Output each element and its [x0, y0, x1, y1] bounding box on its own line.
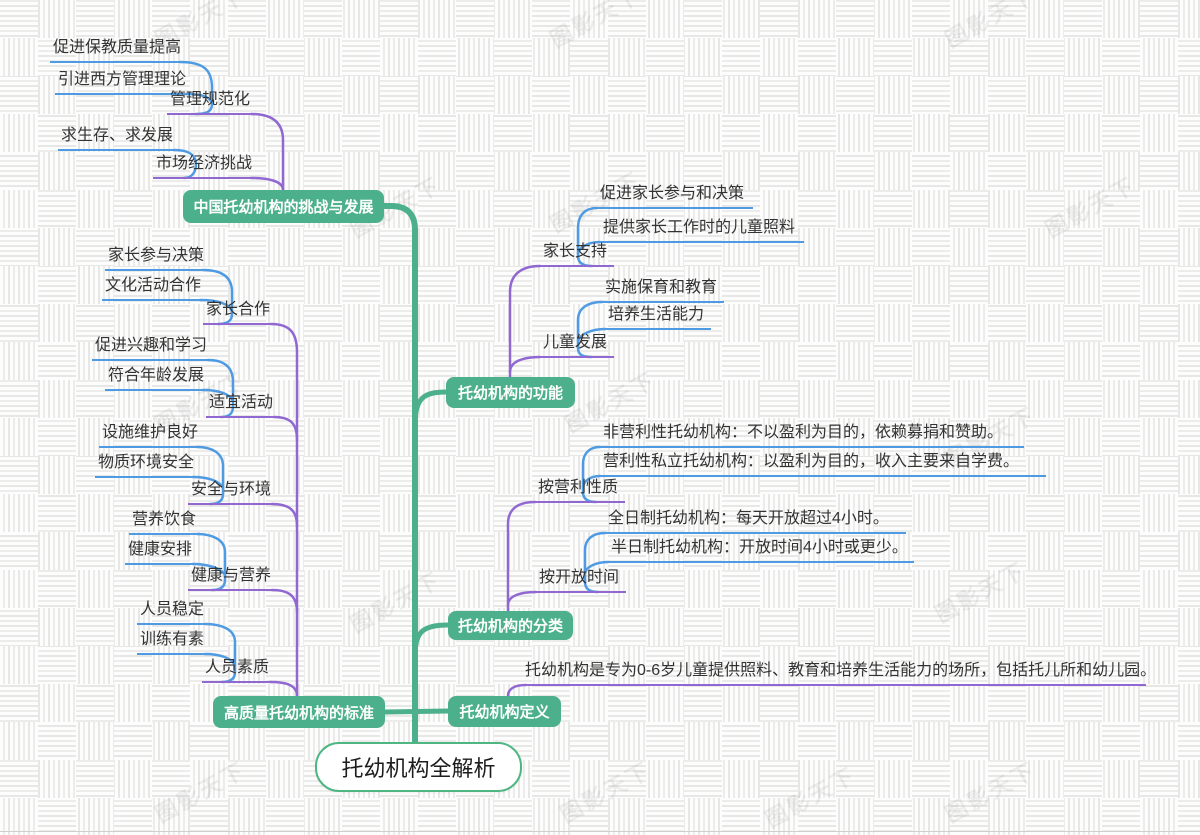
subtopic-node[interactable]: 家长合作 [203, 299, 277, 325]
connector-purple [249, 176, 285, 192]
subtopic-node[interactable]: 人员素质 [202, 657, 276, 683]
leaf-node[interactable]: 营养饮食 [129, 509, 203, 535]
branch-node-standards[interactable]: 高质量托幼机构的标准 [213, 696, 385, 728]
connector-purple [272, 415, 299, 442]
leaf-node[interactable]: 半日制托幼机构：开放时间4小时或更少。 [608, 537, 914, 563]
subtopic-node[interactable]: 管理规范化 [167, 89, 257, 115]
leaf-node[interactable]: 托幼机构是专为0-6岁儿童提供照料、教育和培养生活能力的场所，包括托儿所和幼儿园… [522, 660, 1156, 686]
leaf-node[interactable]: 促进兴趣和学习 [92, 335, 214, 361]
leaf-node[interactable]: 全日制托幼机构：每天开放超过4小时。 [605, 508, 906, 534]
connector-branch-functions [412, 389, 449, 427]
leaf-node[interactable]: 营利性私立托幼机构：以盈利为目的，收入主要来自学费。 [600, 451, 1046, 477]
leaf-node[interactable]: 文化活动合作 [102, 275, 206, 301]
leaf-node[interactable]: 人员稳定 [137, 599, 211, 625]
leaf-node[interactable]: 训练有素 [137, 629, 211, 655]
leaf-node[interactable]: 非营利性托幼机构：不以盈利为目的，依赖募捐和赞助。 [600, 422, 1024, 448]
subtopic-node[interactable]: 适宜活动 [206, 392, 280, 418]
leaf-node[interactable]: 物质环境安全 [95, 452, 199, 478]
subtopic-node[interactable]: 按营利性质 [535, 477, 625, 503]
subtopic-node[interactable]: 家长支持 [540, 241, 614, 267]
branch-node-definition[interactable]: 托幼机构定义 [448, 696, 561, 727]
subtopic-node[interactable]: 市场经济挑战 [153, 153, 257, 179]
subtopic-node[interactable]: 健康与营养 [188, 565, 278, 591]
branch-node-challenges[interactable]: 中国托幼机构的挑战与发展 [183, 190, 384, 223]
leaf-node[interactable]: 求生存、求发展 [58, 125, 180, 151]
connector-branch-definition-standards [382, 708, 451, 715]
leaf-node[interactable]: 促进保教质量提高 [50, 37, 186, 63]
subtopic-node[interactable]: 按开放时间 [536, 567, 626, 593]
connector-purple [508, 355, 542, 374]
connector-purple [506, 590, 538, 607]
subtopic-node[interactable]: 儿童发展 [540, 332, 614, 358]
connector-purple [270, 588, 299, 614]
connector-purple [270, 502, 299, 528]
leaf-node[interactable]: 健康安排 [125, 539, 199, 565]
branch-node-functions[interactable]: 托幼机构的功能 [446, 377, 575, 408]
branch-node-classification[interactable]: 托幼机构的分类 [448, 611, 573, 640]
leaf-node[interactable]: 家长参与决策 [105, 245, 209, 271]
root-node[interactable]: 托幼机构全解析 [315, 742, 522, 792]
leaf-node[interactable]: 促进家长参与和决策 [597, 183, 753, 209]
connector-purple [506, 683, 528, 698]
connector-purple [268, 680, 299, 698]
leaf-node[interactable]: 实施保育和教育 [602, 277, 724, 303]
subtopic-node[interactable]: 安全与环境 [188, 479, 278, 505]
leaf-node[interactable]: 符合年龄发展 [105, 365, 209, 391]
bottom-divider [0, 831, 1200, 832]
connector-trunk [381, 203, 418, 747]
connector-branch-classification [412, 622, 451, 658]
leaf-node[interactable]: 培养生活能力 [605, 304, 711, 330]
leaf-node[interactable]: 设施维护良好 [99, 422, 203, 448]
connector-purple [508, 264, 542, 379]
leaf-node[interactable]: 提供家长工作时的儿童照料 [600, 217, 804, 243]
